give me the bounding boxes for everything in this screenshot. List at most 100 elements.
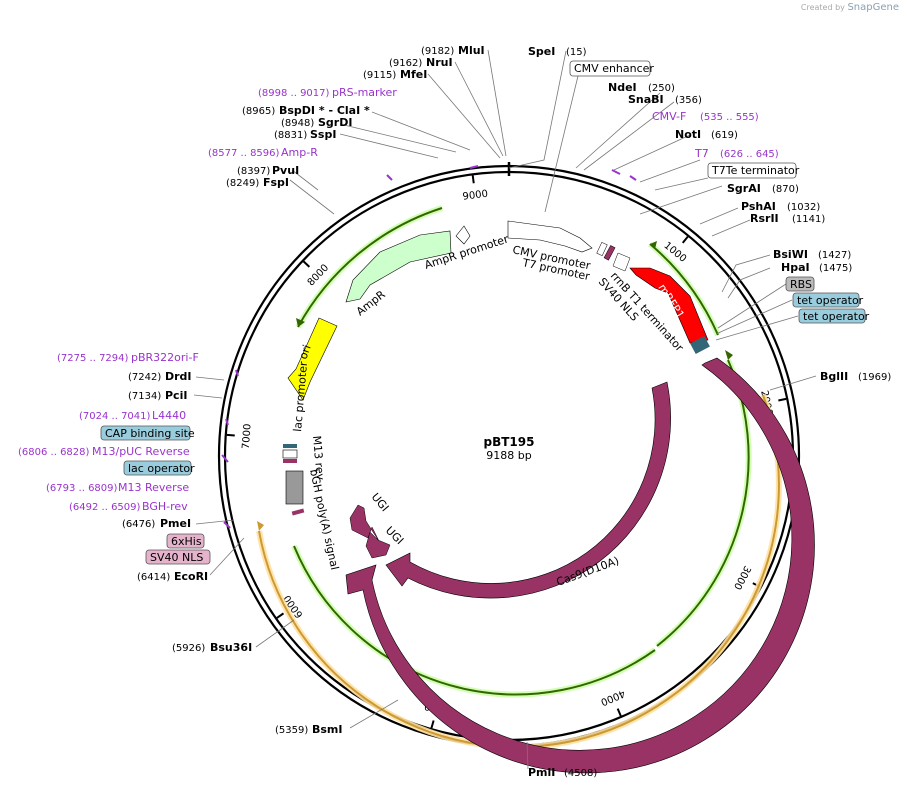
site-label: PmeI <box>160 517 191 530</box>
box-label-tet-operator: tet operator <box>797 294 864 307</box>
site-label: SpeI <box>528 45 555 58</box>
site-pos: (619) <box>711 130 738 141</box>
site-pos: (1475) <box>819 263 852 274</box>
site-label: NdeI <box>608 81 637 94</box>
scale-tick-label: 3000 <box>731 564 753 592</box>
site-pos: (9115) <box>363 70 396 81</box>
scale-tick-label: 9000 <box>462 189 489 203</box>
site-pos: (8948) <box>281 118 314 129</box>
label-lac-promoter: lac promoter <box>291 361 310 433</box>
feature-ugi-2 <box>365 531 391 559</box>
label-cas9: Cas9 <box>612 613 642 636</box>
scale-tick <box>430 720 435 729</box>
primer-range: (8577 .. 8596) <box>208 148 280 159</box>
feature-ori <box>287 317 338 401</box>
boxed-labels: CMV enhancer T7Te terminator RBS tet ope… <box>100 60 870 565</box>
primer-range: (7024 .. 7041) <box>79 411 151 422</box>
site-pos: (1427) <box>818 250 851 261</box>
feature-cas9 <box>345 357 815 774</box>
site-label: RsrII <box>750 212 779 225</box>
snapgene-logo: SnapGene <box>847 2 899 13</box>
feature-ugi-1 <box>349 504 381 544</box>
site-pos: (8397) <box>237 166 270 177</box>
site-label: PshAI <box>741 200 776 213</box>
site-pos: (8831) <box>274 130 307 141</box>
plasmid-size: 9188 bp <box>486 449 531 462</box>
primer-label: L4440 <box>152 409 186 422</box>
site-pos: (1032) <box>787 202 820 213</box>
label-bgh-polya: bGH poly(A) signal <box>307 468 341 571</box>
site-label: PvuI <box>272 164 299 177</box>
primer-label: BGH-rev <box>142 500 188 513</box>
leader-lines <box>193 49 817 770</box>
primer-marks <box>221 165 637 529</box>
scale-tick-label: 7000 <box>241 423 254 449</box>
site-pos: (5926) <box>172 643 205 654</box>
site-pos: (6414) <box>137 572 170 583</box>
site-pos: (870) <box>772 184 799 195</box>
site-label: BsiWI <box>773 248 808 261</box>
site-pos: (6476) <box>122 519 155 530</box>
feature-cas9-d10a <box>385 381 671 599</box>
orf-arrow-mrfp1 <box>650 241 657 249</box>
site-label: MfeI <box>400 68 427 81</box>
primer-label: M13 Reverse <box>118 481 189 494</box>
site-label: PciI <box>165 389 187 402</box>
primer-range: (7275 .. 7294) <box>57 353 129 364</box>
feature-mrfp1 <box>629 267 709 344</box>
feature-mrfp1-cap <box>690 335 710 355</box>
primer-label: CMV-F <box>652 110 686 123</box>
site-label: PmlI <box>528 766 555 779</box>
site-label: BglII <box>820 370 848 383</box>
site-pos: (5359) <box>275 725 308 736</box>
primer-label: pRS-marker <box>332 86 397 99</box>
feature-m13-rev <box>282 449 298 459</box>
primer-label: M13/pUC Reverse <box>92 445 190 458</box>
box-label-sv40-nls: SV40 NLS <box>150 551 203 564</box>
orf-arc-cas9-green <box>655 358 752 649</box>
box-label-cmv-enhancer: CMV enhancer <box>574 62 654 75</box>
orf-arrow-ampr <box>296 318 305 327</box>
site-label: SgrDI <box>318 116 352 129</box>
site-label: HpaI <box>781 261 810 274</box>
scale-tick <box>616 708 622 717</box>
feature-bgh-polya <box>285 470 304 505</box>
box-label-tet-operator-2: tet operator <box>803 310 870 323</box>
primer-label: Amp-R <box>281 146 318 159</box>
label-ugi-1: UGI <box>369 491 392 515</box>
site-label: NruI <box>426 56 453 69</box>
feature-sv40-nls-top <box>603 245 616 261</box>
site-label: BspDI * - ClaI * <box>279 104 370 117</box>
primer-range: (535 .. 555) <box>700 112 759 123</box>
site-pos: (8965) <box>242 106 275 117</box>
site-labels: SpeI (15) NdeI (250) SnaBI (356) NotI (6… <box>122 44 891 779</box>
box-label-6xhis: 6xHis <box>171 535 202 548</box>
orf-arrow-orange <box>257 521 264 531</box>
primer-label: T7 <box>694 147 709 160</box>
scale-tick-label: 4000 <box>599 687 627 707</box>
scale-tick <box>778 397 787 402</box>
site-label: EcoRI <box>174 570 208 583</box>
scale-tick <box>226 433 235 437</box>
site-label: SnaBI <box>628 93 664 106</box>
site-pos: (9162) <box>389 58 422 69</box>
box-label-rbs: RBS <box>790 278 812 291</box>
primer-range: (6806 .. 6828) <box>18 447 90 458</box>
site-pos: (7242) <box>128 372 161 383</box>
credit-prefix: Created by <box>800 3 845 12</box>
scale-tick <box>302 260 311 268</box>
site-label: FspI <box>263 176 289 189</box>
site-pos: (7134) <box>128 391 161 402</box>
snapgene-credit: Created by SnapGene <box>801 2 899 13</box>
site-label: Bsu36I <box>210 641 252 654</box>
box-label-cap-binding-site: CAP binding site <box>105 427 195 440</box>
scale-tick <box>471 175 475 184</box>
orf-arrow-cas9-green <box>725 350 733 360</box>
scale-tick <box>681 236 689 244</box>
site-pos: (250) <box>648 83 675 94</box>
site-pos: (356) <box>675 95 702 106</box>
primer-range: (6492 .. 6509) <box>69 502 141 513</box>
feature-lac-promoter <box>283 444 297 448</box>
primer-range: (6793 .. 6809) <box>46 483 118 494</box>
